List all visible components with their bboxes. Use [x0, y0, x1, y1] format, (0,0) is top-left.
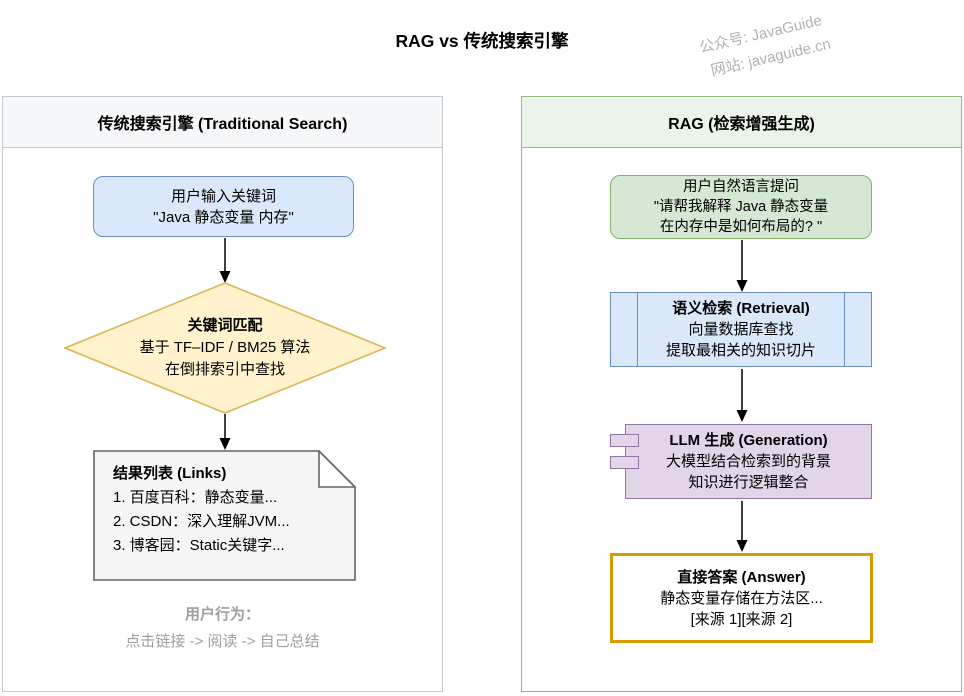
- note-title: 用户行为：: [184, 606, 260, 623]
- document-shape: [93, 449, 357, 581]
- node-line: 在倒排索引中查找: [164, 361, 285, 378]
- node-line: 在内存中是如何布局的? ": [659, 219, 823, 235]
- node-line: "请帮我解释 Java 静态变量: [653, 199, 829, 215]
- panel-rag: RAG (检索增强生成) 用户自然语言提问 "请帮我解释 Java 静态变量 在…: [521, 96, 962, 692]
- node-title: 直接答案 (Answer): [677, 568, 806, 586]
- list-item: 2. CSDN：深入理解JVM...: [113, 513, 290, 530]
- node-direct-answer: 直接答案 (Answer) 静态变量存储在方法区... [来源 1][来源 2]: [610, 553, 873, 643]
- note-line: 点击链接 -> 阅读 -> 自己总结: [125, 633, 320, 650]
- list-item: 3. 博客园：Static关键字...: [113, 537, 285, 554]
- diamond-shape: [62, 282, 388, 414]
- panel-traditional-header: 传统搜索引擎 (Traditional Search): [3, 97, 442, 148]
- node-line: 大模型结合检索到的背景: [665, 453, 831, 470]
- flow-arrow-down-icon: [219, 414, 231, 450]
- node-line: 静态变量存储在方法区...: [660, 589, 823, 607]
- node-line: 用户自然语言提问: [683, 179, 799, 195]
- node-title: 关键词匹配: [187, 317, 263, 334]
- node-title: 结果列表 (Links): [113, 465, 227, 482]
- node-line: 基于 TF–IDF / BM25 算法: [139, 339, 311, 356]
- diagram-title: RAG vs 传统搜索引擎: [395, 31, 569, 51]
- component-tab-icon: [610, 434, 639, 447]
- node-keyword-match: 关键词匹配 基于 TF–IDF / BM25 算法 在倒排索引中查找: [62, 282, 388, 414]
- panel-rag-header: RAG (检索增强生成): [522, 97, 961, 148]
- node-line: 知识进行逻辑整合: [688, 474, 809, 491]
- node-line: [来源 1][来源 2]: [690, 610, 793, 628]
- user-behavior-note: 用户行为： 点击链接 -> 阅读 -> 自己总结: [3, 601, 442, 655]
- node-semantic-retrieval: 语义检索 (Retrieval) 向量数据库查找 提取最相关的知识切片: [610, 292, 872, 367]
- node-line: 提取最相关的知识切片: [665, 342, 816, 359]
- document-text: 结果列表 (Links) 1. 百度百科：静态变量... 2. CSDN：深入理…: [113, 462, 290, 558]
- flow-arrow-down-icon: [736, 501, 748, 552]
- flow-arrow-down-icon: [736, 240, 748, 292]
- flow-arrow-down-icon: [219, 238, 231, 283]
- node-user-question: 用户自然语言提问 "请帮我解释 Java 静态变量 在内存中是如何布局的? ": [610, 175, 872, 239]
- node-results-list: 结果列表 (Links) 1. 百度百科：静态变量... 2. CSDN：深入理…: [93, 449, 357, 581]
- node-title: LLM 生成 (Generation): [669, 432, 828, 449]
- diamond-text: 关键词匹配 基于 TF–IDF / BM25 算法 在倒排索引中查找: [64, 282, 386, 414]
- component-tab-icon: [610, 456, 639, 469]
- node-line: 用户输入关键词: [170, 187, 276, 205]
- flow-arrow-down-icon: [736, 369, 748, 422]
- panel-traditional-search: 传统搜索引擎 (Traditional Search) 用户输入关键词 "Jav…: [2, 96, 443, 692]
- node-user-keyword-input: 用户输入关键词 "Java 静态变量 内存": [93, 176, 354, 237]
- node-title: 语义检索 (Retrieval): [672, 300, 810, 317]
- node-line: "Java 静态变量 内存": [153, 208, 294, 226]
- node-line: 向量数据库查找: [688, 321, 794, 338]
- list-item: 1. 百度百科：静态变量...: [113, 489, 278, 506]
- node-llm-generation: LLM 生成 (Generation) 大模型结合检索到的背景 知识进行逻辑整合: [610, 424, 872, 499]
